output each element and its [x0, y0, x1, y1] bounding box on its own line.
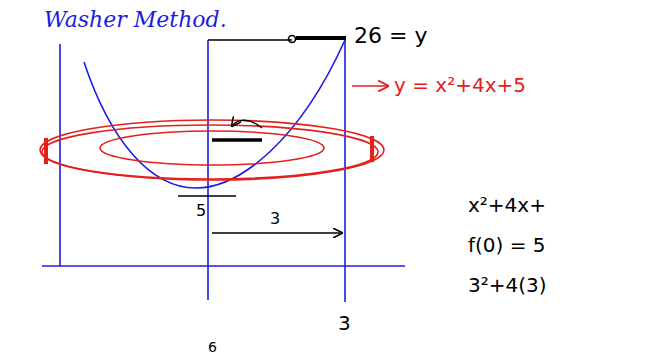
- dimension-label: 3: [270, 210, 280, 228]
- title: Washer Method.: [44, 8, 227, 32]
- axis-value: 3: [338, 312, 351, 334]
- equation-label: 26 = y: [354, 24, 427, 48]
- curve-equation: y = x²+4x+5: [394, 74, 526, 96]
- axis-value: 6: [208, 340, 217, 355]
- dimension-label: 5: [196, 202, 206, 220]
- washer: [40, 86, 388, 180]
- parabola: [84, 40, 345, 188]
- work-note: x²+4x+: [468, 194, 546, 216]
- radius-marks: [178, 120, 342, 233]
- work-note: 3²+4(3): [468, 274, 547, 296]
- top-line: [208, 36, 346, 43]
- work-note: f(0) = 5: [468, 234, 546, 256]
- axes: [42, 40, 405, 302]
